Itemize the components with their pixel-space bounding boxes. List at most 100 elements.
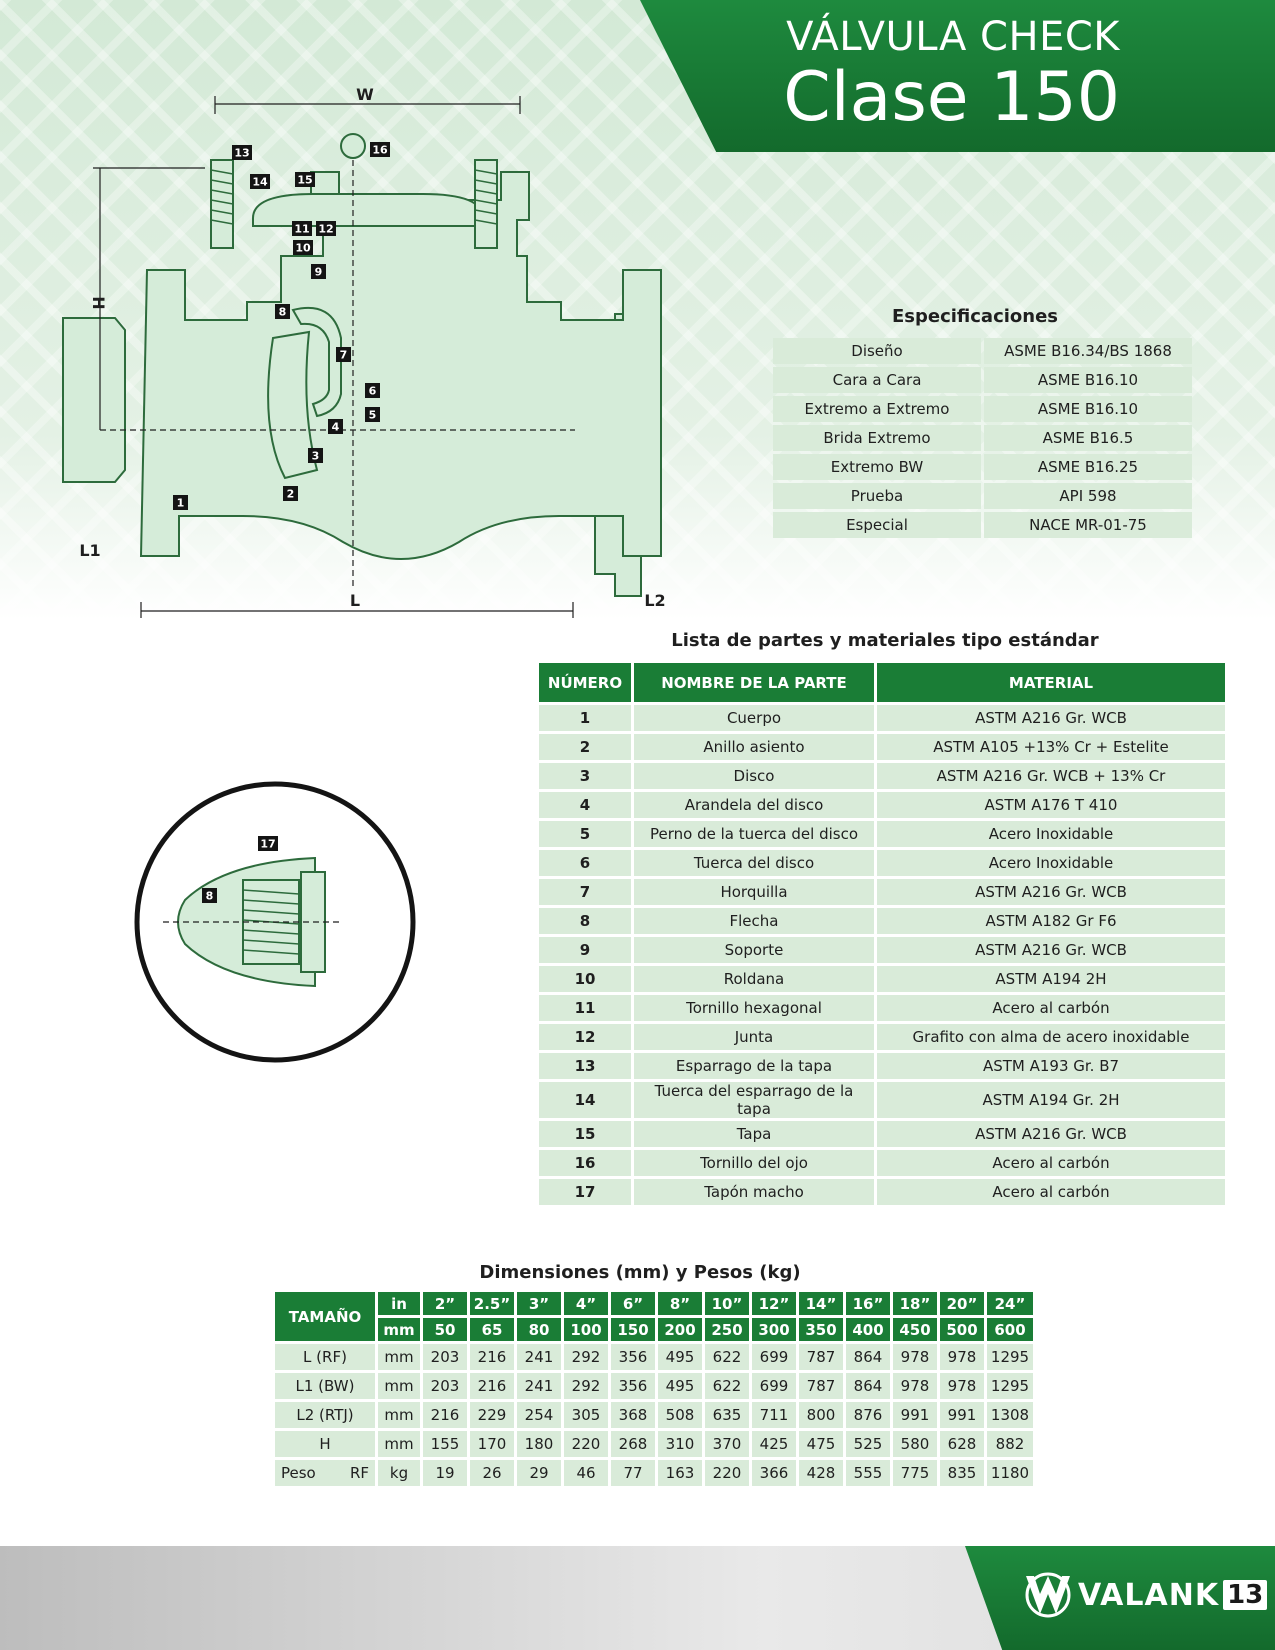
dims-size-in: 2” bbox=[423, 1292, 467, 1315]
dims-value: 368 bbox=[611, 1402, 655, 1428]
part-number: 6 bbox=[539, 850, 631, 876]
dims-value: 495 bbox=[658, 1344, 702, 1370]
dims-value: 864 bbox=[846, 1373, 890, 1399]
dims-size-mm: 100 bbox=[564, 1318, 608, 1341]
dims-size-mm: 200 bbox=[658, 1318, 702, 1341]
eye-bolt bbox=[340, 133, 366, 159]
dims-unit-mm: mm bbox=[378, 1318, 420, 1341]
dims-row-unit: mm bbox=[378, 1431, 420, 1457]
spec-value: ASME B16.25 bbox=[984, 454, 1192, 480]
dims-value: 254 bbox=[517, 1402, 561, 1428]
dims-value: 978 bbox=[940, 1373, 984, 1399]
callout-number: 12 bbox=[318, 223, 333, 236]
dims-value: 525 bbox=[846, 1431, 890, 1457]
dims-row-label: L2 (RTJ) bbox=[275, 1402, 375, 1428]
dims-value: 978 bbox=[893, 1344, 937, 1370]
dims-size-in: 16” bbox=[846, 1292, 890, 1315]
dims-value: 787 bbox=[799, 1344, 843, 1370]
part-name: Soporte bbox=[634, 937, 874, 963]
part-number: 12 bbox=[539, 1024, 631, 1050]
dims-size-mm: 65 bbox=[470, 1318, 514, 1341]
callout-badge: 5 bbox=[365, 407, 380, 422]
spec-key: Prueba bbox=[773, 483, 981, 509]
part-material: ASTM A216 Gr. WCB + 13% Cr bbox=[877, 763, 1225, 789]
callout-number: 2 bbox=[287, 488, 295, 501]
dims-size-in: 24” bbox=[987, 1292, 1033, 1315]
detail-plug-drawing: 178 bbox=[134, 781, 416, 1063]
part-number: 10 bbox=[539, 966, 631, 992]
dimensions-title: Dimensiones (mm) y Pesos (kg) bbox=[479, 1262, 801, 1283]
part-number: 5 bbox=[539, 821, 631, 847]
dims-value: 475 bbox=[799, 1431, 843, 1457]
dims-row-label-main: Peso bbox=[281, 1464, 316, 1482]
part-number: 7 bbox=[539, 879, 631, 905]
spec-value: ASME B16.10 bbox=[984, 396, 1192, 422]
dims-row-unit: mm bbox=[378, 1344, 420, 1370]
part-material: ASTM A105 +13% Cr + Estelite bbox=[877, 734, 1225, 760]
detail-callout-badge: 8 bbox=[202, 888, 217, 903]
dims-value: 508 bbox=[658, 1402, 702, 1428]
part-number: 11 bbox=[539, 995, 631, 1021]
part-number: 4 bbox=[539, 792, 631, 818]
dims-value: 26 bbox=[470, 1460, 514, 1486]
dim-label-l1: L1 bbox=[79, 541, 100, 560]
callout-badge: 16 bbox=[370, 142, 390, 157]
spec-key: Extremo BW bbox=[773, 454, 981, 480]
part-number: 16 bbox=[539, 1150, 631, 1176]
spec-value: API 598 bbox=[984, 483, 1192, 509]
dims-value: 622 bbox=[705, 1344, 749, 1370]
dims-value: 155 bbox=[423, 1431, 467, 1457]
dim-label-w: W bbox=[356, 88, 374, 104]
dims-value: 356 bbox=[611, 1373, 655, 1399]
dims-value: 1295 bbox=[987, 1344, 1033, 1370]
dims-size-in: 6” bbox=[611, 1292, 655, 1315]
callout-number: 16 bbox=[372, 144, 388, 157]
part-number: 13 bbox=[539, 1053, 631, 1079]
dims-size-mm: 400 bbox=[846, 1318, 890, 1341]
callout-number: 7 bbox=[340, 349, 348, 362]
part-name: Flecha bbox=[634, 908, 874, 934]
dims-value: 876 bbox=[846, 1402, 890, 1428]
callout-badge: 12 bbox=[316, 221, 336, 236]
dims-size-mm: 600 bbox=[987, 1318, 1033, 1341]
dim-label-l2: L2 bbox=[644, 591, 665, 610]
dims-value: 699 bbox=[752, 1373, 796, 1399]
part-material: ASTM A194 2H bbox=[877, 966, 1225, 992]
spec-key: Brida Extremo bbox=[773, 425, 981, 451]
part-material: Grafito con alma de acero inoxidable bbox=[877, 1024, 1225, 1050]
dims-value: 711 bbox=[752, 1402, 796, 1428]
dims-size-in: 8” bbox=[658, 1292, 702, 1315]
part-number: 8 bbox=[539, 908, 631, 934]
disc bbox=[267, 330, 319, 480]
dims-size-in: 2.5” bbox=[470, 1292, 514, 1315]
dims-value: 864 bbox=[846, 1344, 890, 1370]
dims-size-in: 18” bbox=[893, 1292, 937, 1315]
part-material: Acero Inoxidable bbox=[877, 850, 1225, 876]
dims-unit-in: in bbox=[378, 1292, 420, 1315]
part-name: Cuerpo bbox=[634, 705, 874, 731]
dims-row-label: L1 (BW) bbox=[275, 1373, 375, 1399]
dims-value: 425 bbox=[752, 1431, 796, 1457]
dims-value: 310 bbox=[658, 1431, 702, 1457]
callout-badge: 8 bbox=[275, 304, 290, 319]
dims-value: 495 bbox=[658, 1373, 702, 1399]
part-name: Perno de la tuerca del disco bbox=[634, 821, 874, 847]
callout-badge: 11 bbox=[292, 221, 312, 236]
dims-value: 203 bbox=[423, 1344, 467, 1370]
callout-badge: 13 bbox=[232, 145, 252, 160]
dims-size-mm: 450 bbox=[893, 1318, 937, 1341]
parts-title: Lista de partes y materiales tipo estánd… bbox=[671, 630, 1099, 651]
